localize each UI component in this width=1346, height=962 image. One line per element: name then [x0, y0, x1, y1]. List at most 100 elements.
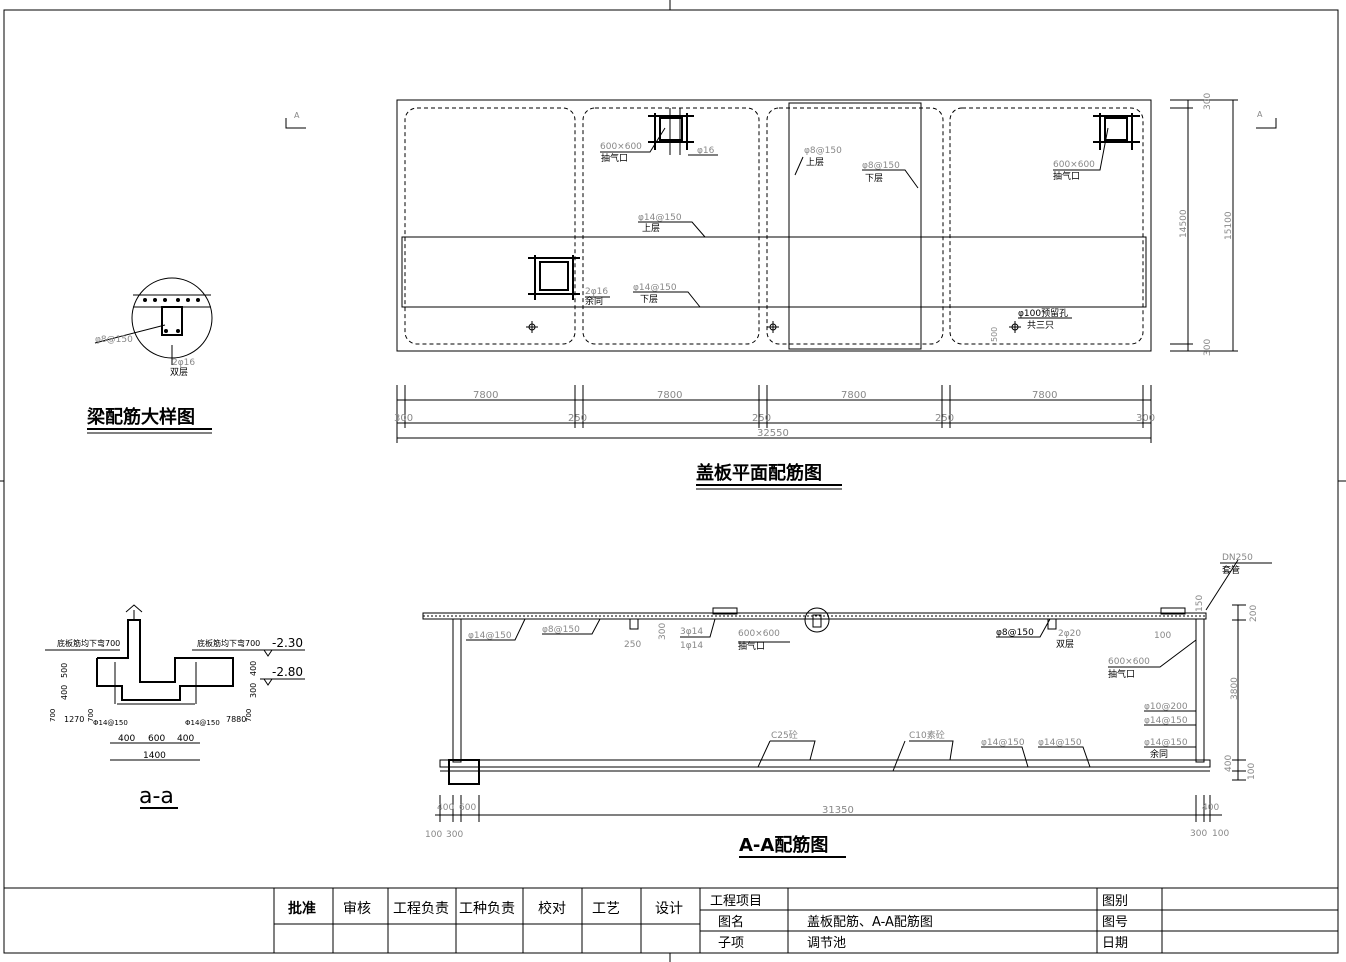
plan-dim-top-4: 7800 [1032, 390, 1057, 401]
sec-label-11: 套管 [1222, 564, 1240, 576]
sec-label-14: φ10@200 [1144, 702, 1188, 712]
aa-dim-700b: 700 [87, 709, 95, 722]
tb-sub-item-label: 子项 [718, 936, 744, 951]
sec-label-10: DN250 [1222, 553, 1253, 563]
plan-outline [396, 99, 1152, 352]
sec-label-19: C10素砼 [909, 729, 945, 741]
aa-dim-400: 400 [60, 685, 69, 700]
sec-label-15: φ14@150 [1144, 716, 1188, 726]
aa-elev-2: -2.80 [272, 665, 303, 679]
sec-dim-right-2: 3800 [1230, 677, 1240, 700]
sec-dim-l-3: 300 [1190, 829, 1207, 839]
tb-drawing-name: 盖板配筋、A-A配筋图 [807, 914, 933, 930]
vent-opening [659, 117, 683, 141]
aa-note-right: 底板筋均下弯700 [197, 638, 260, 648]
plan-title: 盖板平面配筋图 [696, 462, 822, 484]
plan-label-hole-count: 共三只 [1027, 320, 1054, 331]
sec-label-20: φ14@150 [981, 738, 1025, 748]
sec-label-8: 2φ20 [1058, 629, 1081, 639]
section-aa-title: A-A配筋图 [739, 834, 828, 856]
tb-header-project-lead: 工程负责 [393, 901, 449, 917]
tb-header-approve: 批准 [288, 900, 316, 917]
plan-label-vent-size-2: 600×600 [1053, 160, 1095, 170]
tb-header-check: 校对 [538, 900, 566, 917]
tb-drawing-name-label: 图名 [718, 914, 744, 930]
aa-dim-b-1: 400 [118, 734, 135, 744]
plan-dim-right-2: 14500 [1179, 209, 1189, 238]
section-a-a-small: 底板筋均下弯700 底板筋均下弯700 -2.30 -2.80 500 400 … [45, 604, 305, 809]
aa-dim-500: 500 [60, 663, 69, 678]
plan-dim-mid-1: 300 [394, 413, 413, 424]
cover-plate-plan: A A 600×600 抽气口 φ16 φ8@150 [285, 93, 1277, 490]
plan-dim-mid-3: 250 [752, 413, 771, 424]
tb-header-process: 工艺 [592, 901, 620, 917]
sec-dim-b-4: 400 [1202, 803, 1219, 813]
aa-elev-1: -2.30 [272, 636, 303, 650]
tb-number-label: 图号 [1102, 915, 1128, 930]
plan-label-hole: φ100预留孔 [1018, 307, 1068, 319]
aa-dim-total: 1400 [143, 751, 166, 761]
plan-label-bar-16a: φ16 [697, 146, 715, 156]
section-mark-right: A [1257, 110, 1263, 119]
sec-label-18: C25砼 [771, 729, 798, 741]
sec-label-13: 抽气口 [1108, 668, 1135, 680]
sec-label-9: 双层 [1056, 639, 1074, 650]
plan-dim-top-1: 7800 [473, 390, 498, 401]
sec-dim-250: 250 [624, 640, 641, 650]
sec-dim-300: 300 [658, 623, 668, 640]
plan-dim-top-3: 7800 [841, 390, 866, 401]
tb-sub-item: 调节池 [807, 936, 846, 951]
sec-dim-l-1: 100 [425, 830, 442, 840]
sec-label-21: φ14@150 [1038, 738, 1082, 748]
sec-label-12: 600×600 [1108, 657, 1150, 667]
plan-label-dim-500: 500 [990, 327, 999, 342]
sheet-border [3, 9, 1339, 954]
sec-dim-b-1: 400 [437, 803, 454, 813]
title-block: 批准 审核 工程负责 工种负责 校对 工艺 设计 工程项目 图名 盖板配筋、A-… [4, 887, 1338, 953]
aa-dim-7880: 7880 [226, 715, 246, 724]
sec-label-1: φ14@150 [468, 631, 512, 641]
beam-bar-label: 2φ16 [172, 358, 195, 368]
sec-label-7: φ8@150 [996, 628, 1034, 638]
plan-label-vent-size-1: 600×600 [600, 142, 642, 152]
plan-label-vent-2: 抽气口 [1053, 170, 1080, 182]
plan-dim-right-total: 15100 [1224, 211, 1234, 240]
aa-dim-300: 300 [249, 683, 258, 698]
aa-title: a-a [139, 784, 174, 809]
plan-dim-total: 32550 [757, 428, 789, 439]
beam-detail-title: 梁配筋大样图 [86, 406, 195, 428]
sec-dim-l-2: 300 [446, 830, 463, 840]
sec-label-2: φ8@150 [542, 625, 580, 635]
sec-dim-right-4: 100 [1247, 763, 1257, 780]
plan-dim-right-1: 300 [1203, 93, 1213, 110]
aa-dim-b-3: 400 [177, 734, 194, 744]
sec-label-17: 余同 [1150, 748, 1168, 760]
plan-dim-top-2: 7800 [657, 390, 682, 401]
aa-dim-1270: 1270 [64, 715, 84, 724]
sec-label-5: 600×600 [738, 629, 780, 639]
plan-label-bot-layer-2: 下层 [640, 294, 658, 305]
sec-dim-100: 100 [1154, 631, 1171, 641]
plan-label-bar-8-bot: φ8@150 [862, 161, 900, 171]
plan-dim-mid-5: 300 [1136, 413, 1155, 424]
aa-bar-a: Φ14@150 [93, 719, 128, 727]
plan-dim-mid-2: 250 [568, 413, 587, 424]
beam-layer-label: 双层 [170, 367, 188, 378]
plan-label-vent-1: 抽气口 [601, 152, 628, 164]
tb-header-design: 设计 [655, 901, 683, 917]
tb-project-label: 工程项目 [710, 894, 762, 909]
beam-detail: φ8@150 2φ16 双层 梁配筋大样图 [86, 277, 213, 434]
plan-label-bar-14-top: φ14@150 [638, 213, 682, 223]
sec-label-16: φ14@150 [1144, 738, 1188, 748]
plan-label-bar-16b: 2φ16 [585, 287, 608, 297]
sec-label-3: 3φ14 [680, 627, 703, 637]
plan-label-bar-14-bot: φ14@150 [633, 283, 677, 293]
aa-dim-400b: 400 [249, 661, 258, 676]
plan-dim-mid-4: 250 [935, 413, 954, 424]
plan-label-top-layer-2: 上层 [642, 223, 660, 234]
plan-label-bar-8-top: φ8@150 [804, 146, 842, 156]
plan-dim-right-3: 300 [1203, 339, 1213, 356]
sec-dim-b-3: 31350 [822, 805, 854, 816]
beam-rebar-label: φ8@150 [95, 335, 133, 345]
vent-opening [539, 261, 569, 291]
